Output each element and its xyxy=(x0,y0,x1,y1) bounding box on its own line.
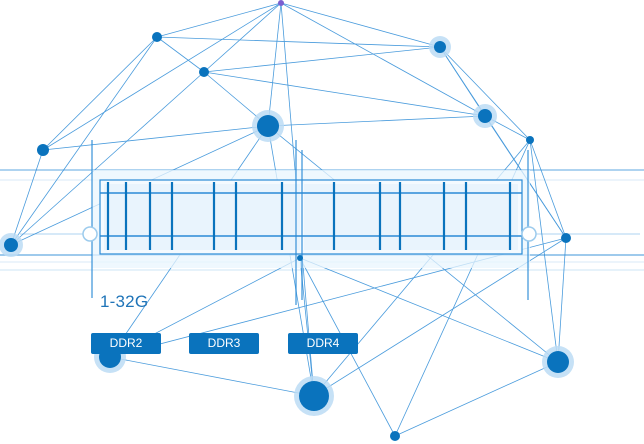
network-node xyxy=(561,233,571,243)
chip-bank xyxy=(104,184,300,250)
connection-line xyxy=(280,2,441,48)
connection-line xyxy=(203,71,486,117)
connection-line xyxy=(203,46,441,73)
network-node xyxy=(297,255,303,261)
ddr2-button[interactable]: DDR2 xyxy=(91,333,161,354)
network-node xyxy=(390,431,400,441)
connection-line xyxy=(439,46,531,141)
connection-line xyxy=(109,356,315,397)
connection-line xyxy=(156,36,205,73)
network-node xyxy=(152,32,162,42)
connection-line xyxy=(10,71,205,246)
connection-line xyxy=(203,2,282,73)
connection-line xyxy=(394,361,559,437)
network-node xyxy=(199,67,209,77)
module-notch xyxy=(82,226,98,242)
ddr3-button[interactable]: DDR3 xyxy=(189,333,259,354)
connection-line xyxy=(42,2,282,151)
connection-line xyxy=(280,2,486,117)
chip-bank xyxy=(304,184,518,250)
network-node xyxy=(547,351,569,373)
connection-line xyxy=(529,139,559,363)
network-node xyxy=(526,136,534,144)
connection-line xyxy=(156,36,441,48)
connection-line xyxy=(299,257,559,363)
connection-line xyxy=(529,139,567,239)
network-node xyxy=(278,0,284,6)
connection-line xyxy=(42,36,158,151)
connection-line xyxy=(10,149,44,246)
capacity-label: 1-32G xyxy=(100,292,149,311)
ddr4-button[interactable]: DDR4 xyxy=(288,333,358,354)
connection-line xyxy=(156,2,282,38)
network-node xyxy=(37,144,49,156)
network-node xyxy=(299,381,329,411)
connection-line xyxy=(557,237,567,363)
network-node xyxy=(257,115,279,137)
network-node xyxy=(4,238,18,252)
connection-line xyxy=(267,115,486,127)
module-notch xyxy=(521,226,537,242)
network-node xyxy=(434,41,446,53)
network-node xyxy=(478,109,492,123)
connection-line xyxy=(10,36,158,246)
